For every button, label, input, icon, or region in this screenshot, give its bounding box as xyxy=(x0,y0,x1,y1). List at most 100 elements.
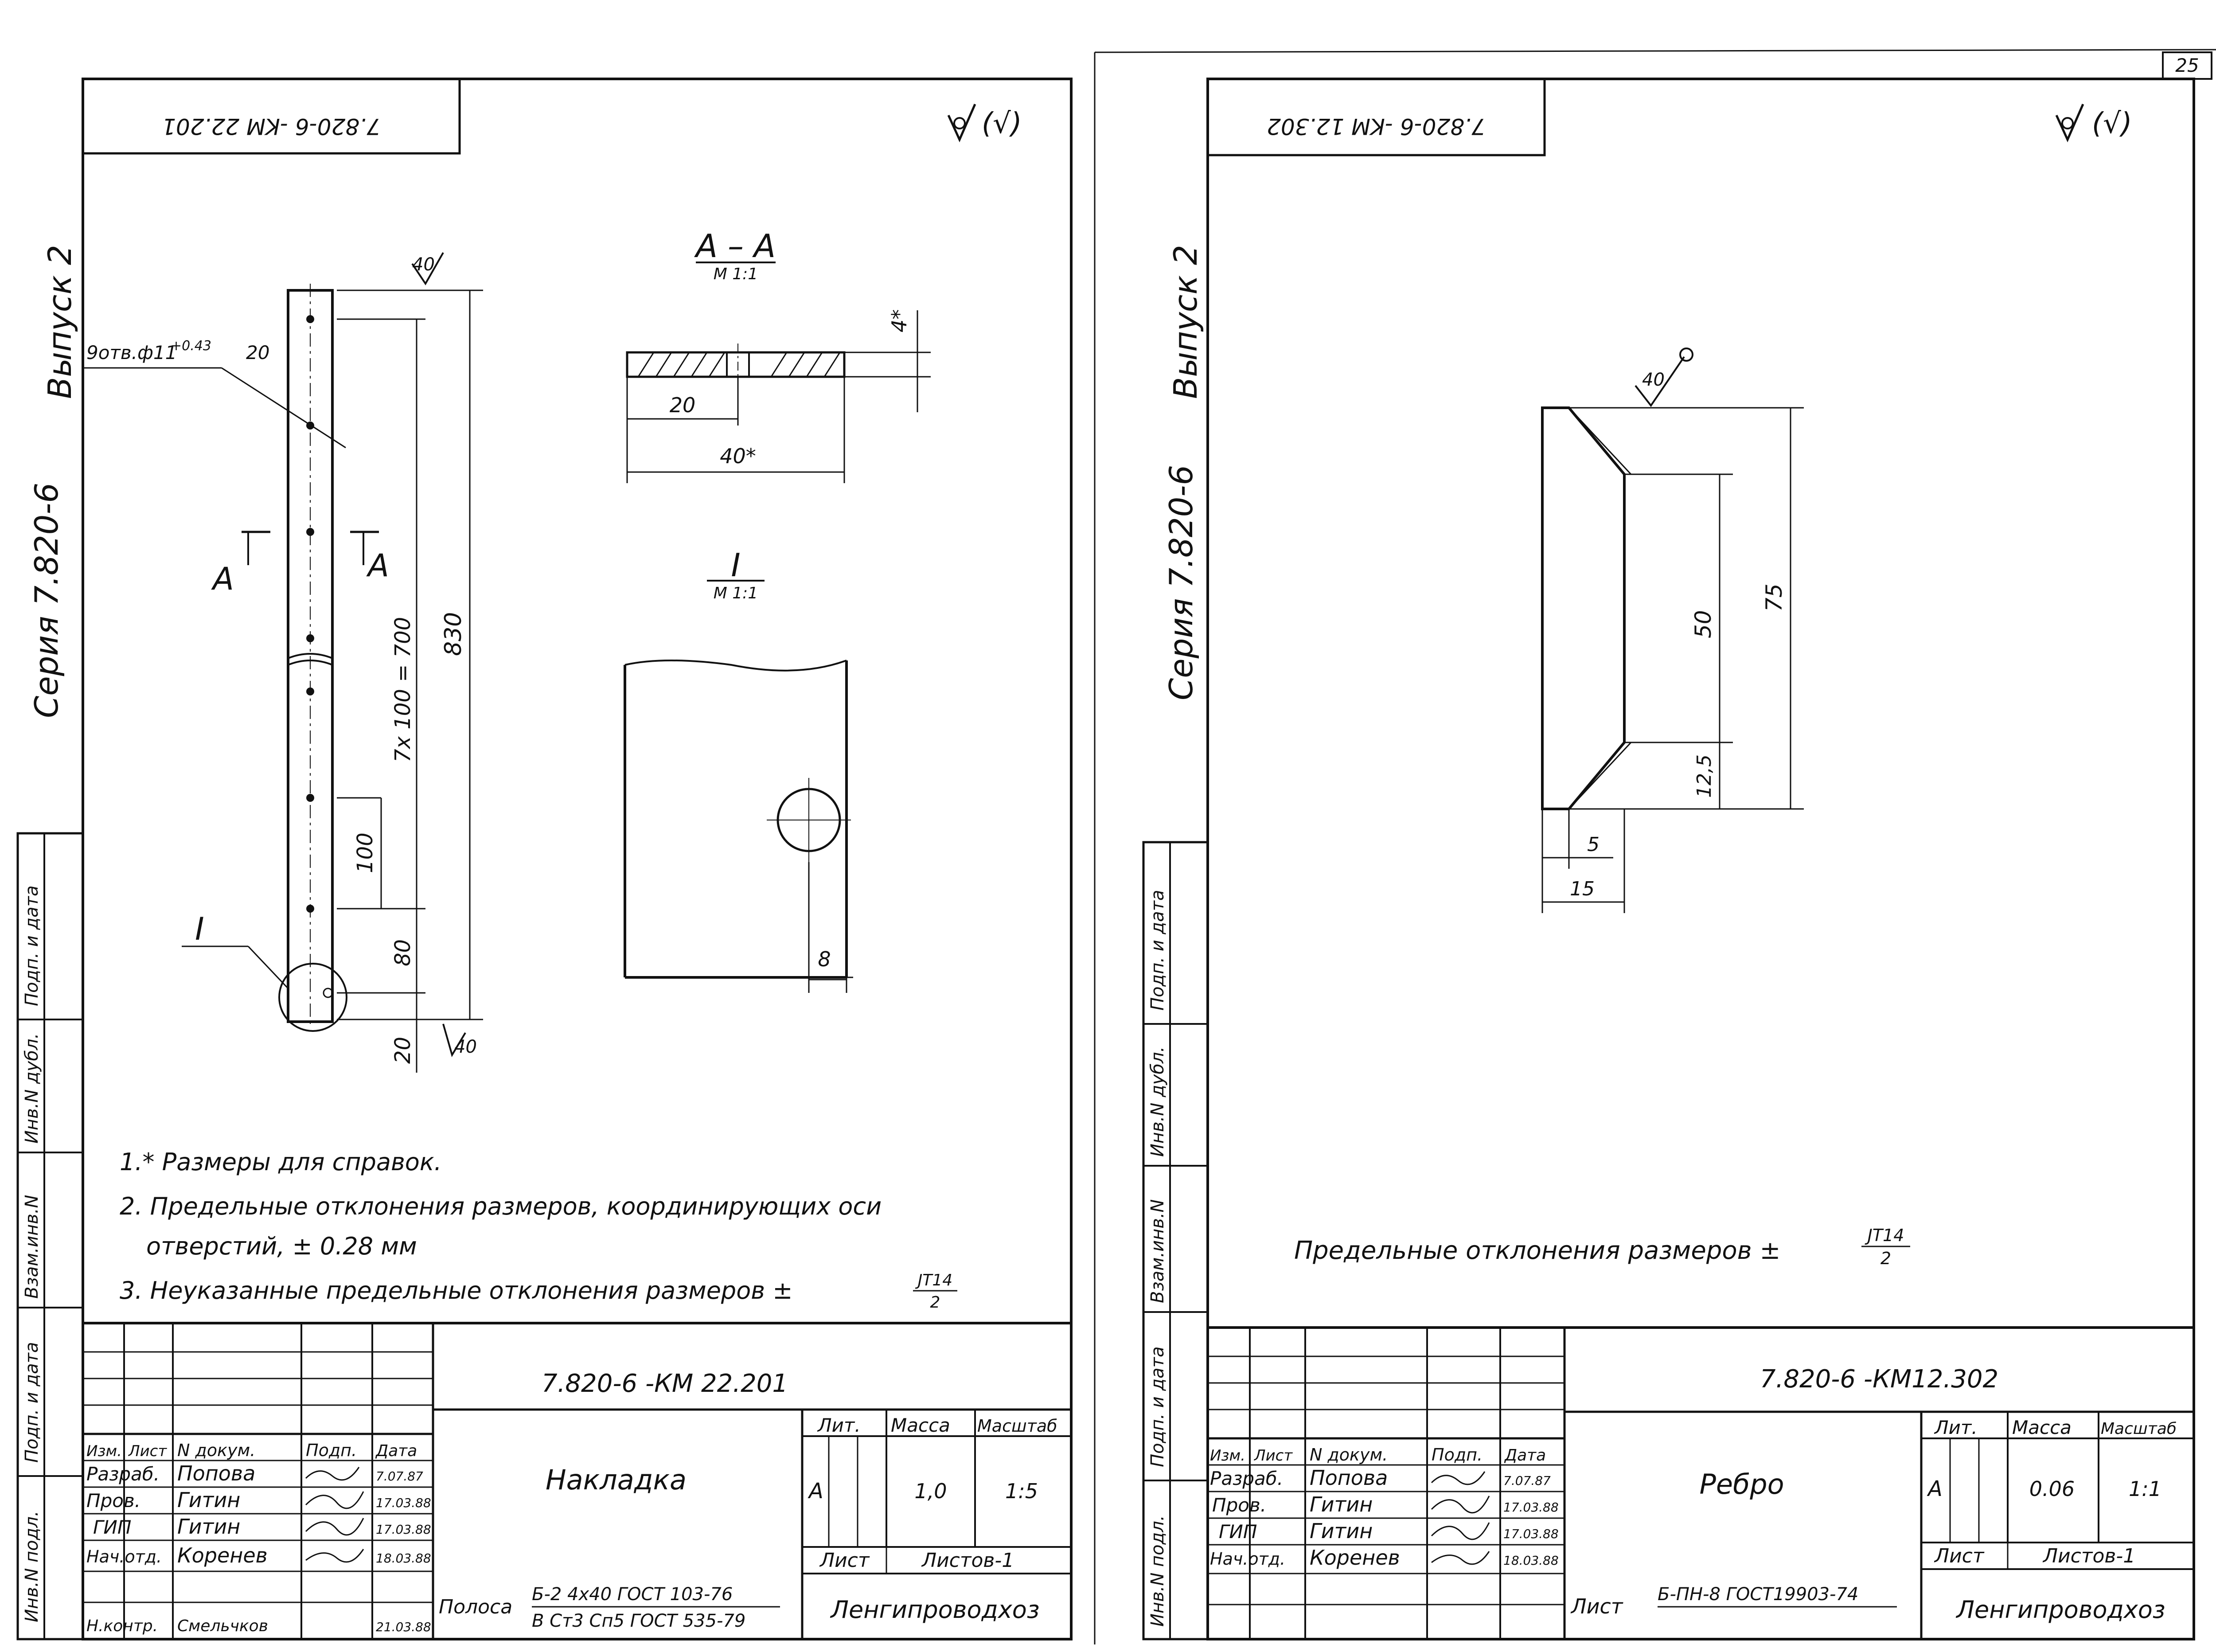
section-dim-40: 40* xyxy=(720,444,756,468)
right-side-stamp-inv-dubl: Инв.N дубл. xyxy=(1147,1047,1168,1157)
side-stamp-inv-dubl: Инв.N дубл. xyxy=(22,1033,42,1144)
tb-mass-value: 1,0 xyxy=(914,1479,947,1503)
detail-label: I xyxy=(731,547,740,584)
right-tol-num: JT14 xyxy=(1865,1226,1904,1245)
dim-80: 80 xyxy=(390,939,415,966)
rib-dim-5: 5 xyxy=(1587,833,1600,856)
tb-col-sign: Подп. xyxy=(306,1441,357,1460)
page-number: 25 xyxy=(2175,55,2199,76)
right-tol-den: 2 xyxy=(1880,1249,1891,1268)
tb-sheets-label: Листов-1 xyxy=(921,1549,1014,1572)
rtb-date-2: 17.03.88 xyxy=(1503,1500,1559,1515)
left-series: Серия 7.820-6 xyxy=(28,483,65,718)
detail-leader-label: I xyxy=(195,911,204,947)
rtb-role-1: Разраб. xyxy=(1210,1468,1283,1489)
right-sheet: 7.820-6 -KM 12.302 (√) Серия 7.820-6 Вып… xyxy=(1142,78,2195,1640)
rtb-mass-value: 0.06 xyxy=(2029,1477,2075,1501)
section-a-a: А – А М 1:1 20 40* 4* xyxy=(626,227,931,483)
right-side-stamp-podp-data: Подп. и дата xyxy=(1147,1347,1168,1467)
left-roughness: (√) xyxy=(982,107,1022,140)
tb-lit-header: Лит. xyxy=(817,1414,861,1436)
tb-material-prefix: Полоса xyxy=(439,1596,512,1618)
tb-item-name: Накладка xyxy=(546,1464,687,1496)
rib-dim-50: 50 xyxy=(1690,610,1716,638)
tb-role-1: Разраб. xyxy=(86,1463,160,1485)
tb-col-doc: N докум. xyxy=(177,1441,255,1460)
rtb-date-1: 7.07.87 xyxy=(1503,1473,1551,1488)
tb-col-list: Лист xyxy=(128,1442,167,1460)
rtb-role-4: Нач.отд. xyxy=(1210,1549,1285,1569)
hole-rough-20: 20 xyxy=(246,342,269,363)
detail-i: I М 1:1 8 xyxy=(624,547,853,993)
tb-date-4: 18.03.88 xyxy=(376,1551,431,1566)
tb-org: Ленгипроводхоз xyxy=(830,1596,1039,1624)
rtb-org: Ленгипроводхоз xyxy=(1955,1596,2165,1624)
side-stamp-podp-data: Подп. и дата xyxy=(22,1342,42,1463)
tb-name-4: Коренев xyxy=(177,1543,268,1567)
signature-2 xyxy=(305,1491,364,1509)
tb-role-5: Н.контр. xyxy=(86,1617,158,1635)
rib-rough: 40 xyxy=(1642,370,1665,390)
dim-830: 830 xyxy=(440,612,467,656)
note-3: 3. Неуказанные предельные отклонения раз… xyxy=(120,1277,793,1304)
hole-note: 9отв.ф11 xyxy=(86,342,177,363)
rtb-material-prefix: Лист xyxy=(1570,1594,1623,1618)
tb-role-3: ГИП xyxy=(93,1516,131,1538)
left-title-block: Изм. Лист N докум. Подп. Дата Разраб. По… xyxy=(82,1322,1073,1640)
section-scale: М 1:1 xyxy=(714,265,758,283)
rtb-date-3: 17.03.88 xyxy=(1503,1527,1559,1541)
tb-material-line2: В Ст3 Сп5 ГОСТ 535-79 xyxy=(532,1611,745,1631)
signature-3 xyxy=(305,1518,364,1536)
left-side-stamp: Инв.N подл. Подп. и дата Взам.инв.N Инв.… xyxy=(16,832,84,1640)
rtb-mass-header: Масса xyxy=(2012,1417,2072,1438)
rtb-col-date: Дата xyxy=(1504,1446,1546,1465)
rough-bottom: 40 xyxy=(454,1037,477,1057)
tb-date-3: 17.03.88 xyxy=(376,1522,431,1537)
right-side-stamp-vzam-inv: Взам.инв.N xyxy=(1147,1199,1168,1303)
section-dim-20: 20 xyxy=(670,393,696,417)
left-notes: 1.* Размеры для справок. 2. Предельные о… xyxy=(120,1148,957,1312)
left-top-stamp-code: 7.820-6 -KM 22.201 xyxy=(162,113,381,139)
right-side-stamp: Инв.N подл. Подп. и дата Взам.инв.N Инв.… xyxy=(1142,841,1209,1640)
top-trim-line xyxy=(1094,49,2216,53)
right-note: Предельные отклонения размеров ± JT14 2 xyxy=(1294,1226,1910,1268)
roughness-mark-icon xyxy=(2055,103,2084,143)
side-stamp-inv-podl: Инв.N подл. xyxy=(22,1511,42,1622)
rib-dim-75: 75 xyxy=(1761,583,1787,612)
rtb-lit-value: А xyxy=(1927,1476,1943,1501)
right-issue: Выпуск 2 xyxy=(1167,245,1204,399)
section-dim-4: 4* xyxy=(887,309,911,332)
cut-label-left: А xyxy=(211,561,234,597)
rtb-lit-header: Лит. xyxy=(1934,1417,1978,1438)
rtb-item-name: Ребро xyxy=(1699,1468,1784,1500)
tb-col-date: Дата xyxy=(375,1442,417,1460)
tb-mass-header: Масса xyxy=(891,1414,950,1436)
right-signature-1 xyxy=(1431,1471,1486,1485)
tb-name-2: Гитин xyxy=(177,1488,240,1512)
tb-scale-header: Масштаб xyxy=(977,1416,1057,1436)
rtb-scale-header: Масштаб xyxy=(2101,1420,2177,1438)
right-note-text: Предельные отклонения размеров ± xyxy=(1294,1236,1780,1265)
right-top-stamp xyxy=(1206,78,1546,156)
rtb-name-2: Гитин xyxy=(1310,1492,1373,1516)
tb-sheet-label: Лист xyxy=(819,1549,870,1572)
dim-20-bottom: 20 xyxy=(390,1037,415,1064)
rib-dim-15: 15 xyxy=(1570,878,1595,900)
tb-name-5: Смельчков xyxy=(177,1617,268,1635)
dim-pitch: 7х 100 = 700 xyxy=(390,617,415,762)
note-3-tol-num: JT14 xyxy=(915,1271,952,1289)
rtb-sheets-label: Листов-1 xyxy=(2042,1545,2135,1567)
detail-scale: М 1:1 xyxy=(714,584,758,602)
rtb-role-3: ГИП xyxy=(1219,1521,1257,1543)
tb-role-2: Пров. xyxy=(86,1490,140,1511)
left-sheet: 7.820-6 -KM 22.201 (√) Серия 7.820-6 Вып… xyxy=(16,78,1073,1640)
tb-name-3: Гитин xyxy=(177,1515,240,1539)
tb-name-1: Попова xyxy=(177,1461,255,1485)
rtb-name-3: Гитин xyxy=(1310,1519,1373,1543)
right-signature-4 xyxy=(1431,1551,1490,1565)
tb-role-4: Нач.отд. xyxy=(86,1547,162,1566)
left-issue: Выпуск 2 xyxy=(41,245,78,399)
right-signature-3 xyxy=(1431,1522,1490,1540)
rib-view: 75 50 12,5 5 15 40 xyxy=(1541,348,1804,913)
